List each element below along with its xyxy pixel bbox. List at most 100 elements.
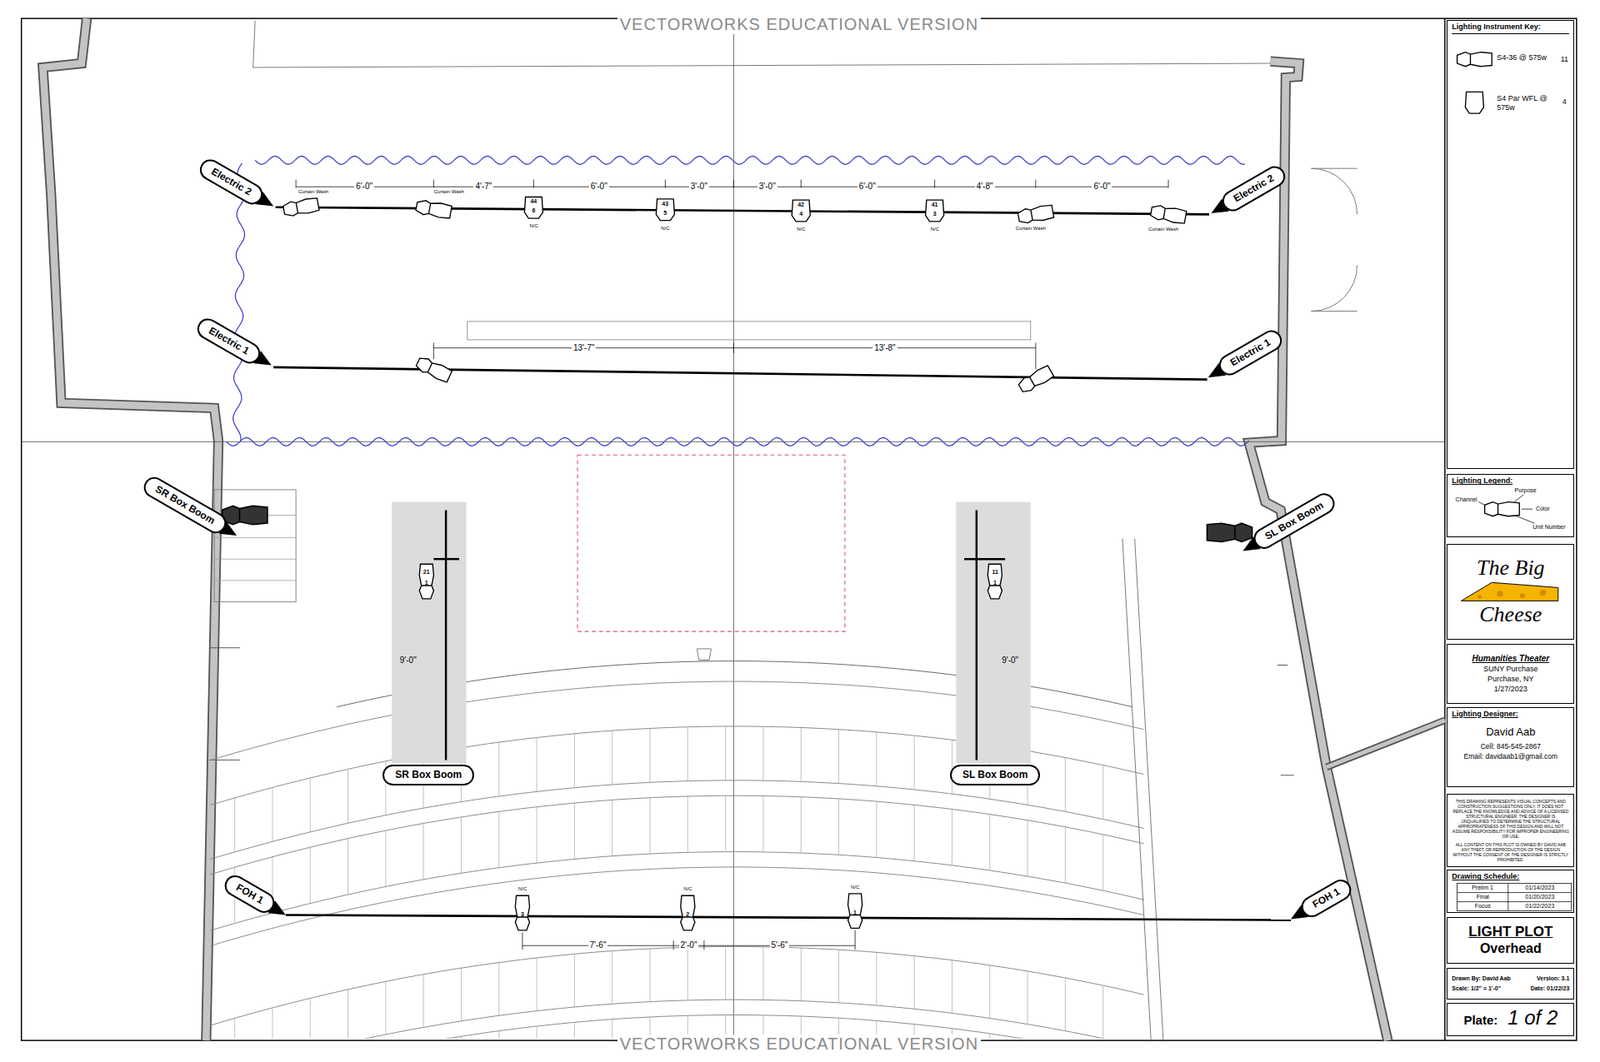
dimension: 6'-0": [1091, 181, 1112, 192]
floor-marker: [696, 649, 711, 660]
watermark: VECTORWORKS EDUCATIONAL VERSION: [617, 15, 981, 35]
seat-row-curve: [210, 795, 1144, 893]
panel-text: Overhead: [1480, 940, 1542, 958]
seat-divider: [1065, 758, 1066, 813]
seat-divider: [1102, 835, 1104, 891]
callout-tag: Electric 2: [1218, 162, 1290, 215]
wall-outline: [1249, 61, 1389, 1042]
seat-divider: [498, 742, 500, 797]
instrument-note: Curtain Wash: [434, 189, 465, 195]
boom-pipe: [445, 510, 447, 760]
legend-text: S4 Par WFL @ 575w: [1496, 94, 1553, 113]
batten-outline: [467, 321, 1031, 340]
aisle-rail: [1122, 539, 1164, 1041]
seat-divider: [650, 798, 651, 855]
seat-divider: [800, 948, 802, 1002]
tag-label: Electric 2: [1231, 172, 1277, 206]
seat-divider: [536, 958, 538, 1012]
par-instrument: [1465, 91, 1484, 114]
seat-divider: [347, 990, 349, 1040]
seat-divider: [385, 981, 386, 1035]
ellipsoidal-instrument: [1150, 204, 1187, 225]
seat-divider: [838, 730, 840, 785]
panel-text: ALL CONTENT ON THIS PLOT IS OWNED BY DAV…: [1451, 842, 1570, 863]
seat-divider: [762, 947, 764, 1001]
seat-divider: [687, 796, 689, 853]
electric-pipe: [275, 207, 1210, 215]
instrument-number: 43: [661, 200, 669, 208]
seat-divider: [460, 1036, 462, 1039]
electric-pipe: [273, 367, 1207, 380]
seat-divider: [611, 1020, 613, 1040]
callout-tag: FOH 1: [220, 871, 279, 917]
panel-text: Purchase, NY: [1487, 674, 1535, 685]
seat-divider: [838, 799, 840, 855]
tag-label: SL Box Boom: [962, 769, 1028, 782]
instrument-note: N/C: [930, 226, 940, 233]
wall-fill: [1249, 61, 1389, 1042]
title-block-panel: Lighting Instrument Key:: [1446, 20, 1575, 470]
panel-heading: Lighting Designer:: [1451, 710, 1570, 720]
instrument-number: 1: [993, 580, 997, 587]
seat-divider: [271, 1008, 273, 1040]
seat-divider: [611, 800, 613, 856]
cheese-wedge: [1460, 582, 1558, 601]
callout-tag: Electric 1: [1215, 326, 1286, 380]
panel-text: 1/27/2023: [1494, 684, 1528, 695]
boom-side-arm: [964, 558, 1005, 560]
watermark: VECTORWORKS EDUCATIONAL VERSION: [617, 1035, 981, 1055]
seat-divider: [650, 949, 651, 1003]
tag-label: SL Box Boom: [1263, 500, 1326, 544]
seat-divider: [687, 727, 689, 782]
callout-tag: Electric 1: [194, 314, 265, 367]
panel-text: Cell: 845-545-2867: [1451, 741, 1570, 752]
seat-divider: [460, 968, 462, 1022]
wall-fill: [42, 18, 219, 1041]
dimension: 5'-6": [770, 940, 790, 951]
instrument-note: N/C: [518, 886, 527, 893]
seat-divider: [385, 830, 386, 887]
tag-label: Electric 1: [206, 324, 252, 358]
instrument-note: N/C: [683, 886, 692, 893]
instrument-number: 44: [530, 198, 537, 205]
wall-outline: [1326, 720, 1445, 768]
callout-tag: FOH 1: [1298, 875, 1356, 921]
cheese-hole: [1540, 590, 1546, 596]
legend-label: Unit Number: [1532, 524, 1565, 531]
dimension: 9'-0": [400, 655, 417, 666]
seat-divider: [989, 965, 990, 1020]
instrument-note: N/C: [796, 226, 805, 233]
seat-divider: [574, 954, 575, 1008]
tag-label: Electric 1: [1228, 336, 1274, 370]
seat-divider: [423, 975, 425, 1029]
legend-label: Channel: [1455, 496, 1478, 504]
par-instrument: [655, 199, 675, 221]
dimension-line: [295, 186, 1169, 188]
callout-tag: Electric 2: [195, 155, 267, 208]
seat-divider: [347, 839, 349, 895]
instrument-number: 1: [853, 910, 857, 917]
ellipsoidal-instrument: [222, 505, 268, 525]
seat-divider: [875, 952, 877, 1006]
table-rules: [1457, 884, 1572, 912]
instrument-note: Curtain Wash: [1148, 226, 1179, 233]
leader-line: [1514, 495, 1524, 503]
logo-cheese: [1460, 582, 1558, 601]
stair-treads: [214, 515, 296, 581]
title-block-panel: Plate:1 of 2: [1446, 1003, 1575, 1037]
curtain-line: [226, 437, 1250, 446]
ellipsoidal-instrument: [680, 895, 695, 931]
tag-label: FOH 1: [1310, 885, 1343, 912]
seat-divider: [234, 798, 235, 853]
schedule-cell: Focus: [1475, 903, 1491, 910]
legend-text: S4-36 @ 575w: [1496, 53, 1553, 63]
legend-leaders: [1478, 495, 1535, 524]
seat-divider: [762, 796, 764, 853]
tag-label: FOH 1: [234, 881, 266, 908]
dimension: 6'-0": [589, 181, 610, 192]
title-block-panel: Lighting Designer:David AabCell: 845-545…: [1446, 707, 1575, 789]
dimension-ticks: [295, 180, 1169, 189]
ellipsoidal-instrument: [515, 895, 530, 931]
seat-divider: [1027, 820, 1029, 877]
panel-heading: Lighting Instrument Key:: [1451, 22, 1570, 35]
